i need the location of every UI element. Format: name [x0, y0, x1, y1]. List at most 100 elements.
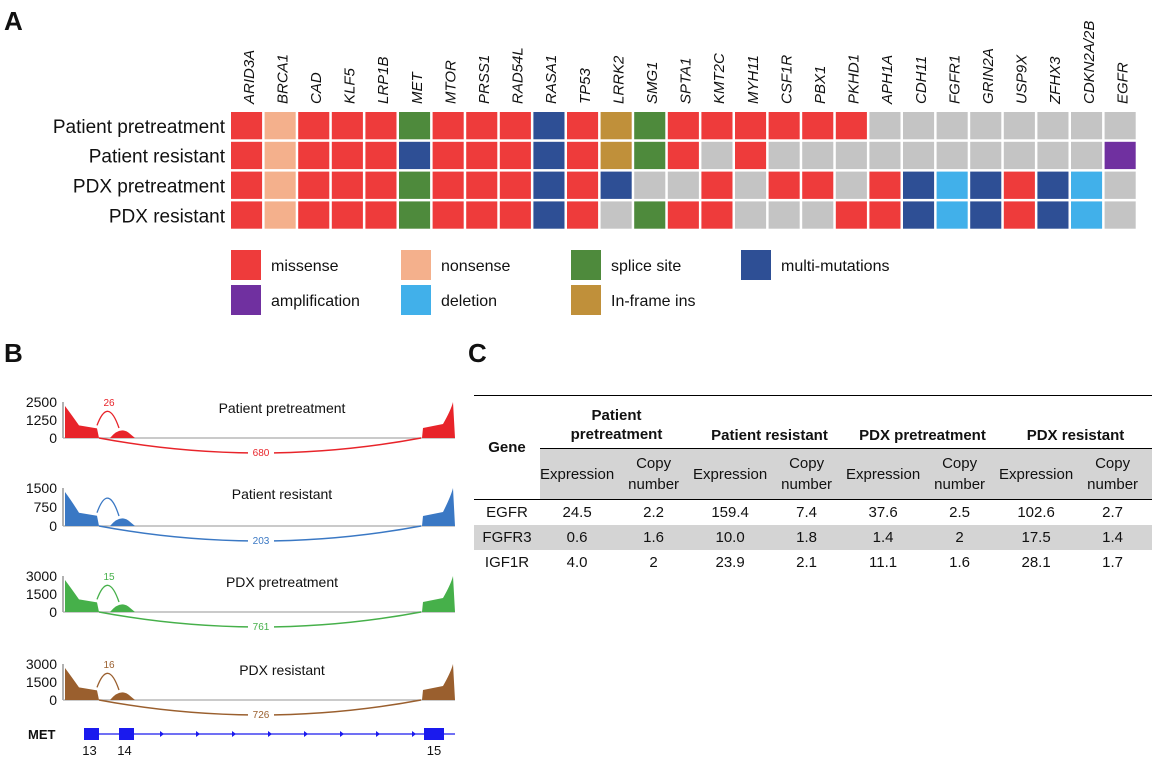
legend-swatch [571, 250, 601, 280]
track-title: Patient pretreatment [219, 400, 346, 416]
heatmap-cell [1104, 201, 1136, 229]
gene-label: TP53 [577, 67, 594, 104]
copy-number-cell: 2.1 [796, 554, 818, 571]
heatmap-cell [701, 171, 733, 199]
gene-label: USP9X [1014, 54, 1031, 104]
copy-number-cell: 2.2 [643, 504, 665, 521]
copy-number-cell: 1.8 [767, 525, 846, 550]
heatmap-cell [1071, 201, 1103, 229]
heatmap-cell [298, 171, 330, 199]
heatmap-cell [634, 171, 666, 199]
gene-label: KLF5 [342, 67, 359, 104]
junction-label-bg [248, 447, 274, 458]
expression-cell: 10.0 [693, 525, 768, 550]
heatmap-cell [600, 201, 632, 229]
exon-label: 13 [82, 743, 96, 758]
heatmap-cell [264, 112, 296, 140]
heatmap-cell [466, 141, 498, 170]
expression-copy-number-table: Gene Patient pretreatment Patient resist… [474, 395, 1152, 575]
heatmap-cell [533, 141, 565, 170]
heatmap-cell [533, 171, 565, 199]
gene-label: ZFHX3 [1047, 56, 1064, 105]
heatmap-cell [903, 171, 935, 199]
y-tick-label: 0 [49, 604, 57, 620]
heatmap-cell [701, 201, 733, 229]
legend-swatch [401, 285, 431, 315]
heatmap-cell [970, 201, 1002, 229]
coverage-exon13 [65, 492, 99, 526]
y-tick-label: 0 [49, 518, 57, 534]
heatmap-cell [567, 141, 599, 170]
expression-table-panel: Gene Patient pretreatment Patient resist… [474, 395, 1152, 575]
heatmap-cell [331, 112, 363, 140]
junction-count-13-14: 16 [103, 660, 115, 671]
coverage-exon14 [110, 604, 135, 612]
gene-label: SMG1 [644, 61, 661, 104]
junction-arc-13-14 [96, 497, 120, 517]
gene-label: RAD54L [510, 47, 527, 104]
heatmap-cell [264, 171, 296, 199]
heatmap-cell [667, 201, 699, 229]
strand-arrow [268, 731, 272, 737]
heatmap-cell [567, 112, 599, 140]
y-tick-label: 1500 [26, 480, 57, 496]
heatmap-cell [869, 112, 901, 140]
gene-label: GRIN2A [980, 48, 997, 104]
exon-label: 15 [427, 743, 441, 758]
copy-number-cell: 1.4 [1073, 525, 1152, 550]
sub-header-expression: Expression [999, 448, 1074, 500]
gene-cell: IGF1R [484, 554, 530, 571]
heatmap-cell [1037, 141, 1069, 170]
expression-cell: 102.6 [1017, 504, 1055, 521]
heatmap-cell [399, 171, 431, 199]
copy-number-cell: 1.6 [614, 525, 693, 550]
gene-label: CSF1R [778, 55, 795, 104]
legend-label: nonsense [441, 258, 510, 275]
heatmap-cell [432, 171, 464, 199]
sample-label: Patient resistant [89, 147, 226, 168]
heatmap-cell [936, 112, 968, 140]
copy-number-cell: 2.7 [1102, 504, 1124, 521]
copy-number-cell: 2.5 [949, 504, 971, 521]
expression-cell: 24.5 [562, 504, 592, 521]
gene-label: MET [409, 71, 426, 105]
heatmap-cell [735, 112, 767, 140]
exon-block [119, 728, 134, 740]
track-title: PDX resistant [239, 662, 325, 678]
heatmap-cell [231, 112, 263, 140]
expression-cell: 11.1 [869, 554, 898, 571]
heatmap-cell [903, 112, 935, 140]
heatmap-cell [298, 141, 330, 170]
heatmap-cell [298, 112, 330, 140]
panel-a-letter: A [4, 6, 23, 36]
coverage-exon15 [422, 664, 455, 700]
y-tick-label: 1500 [26, 674, 57, 690]
group-header-pdx-resistant: PDX resistant [999, 395, 1152, 449]
heatmap-cell [802, 141, 834, 170]
heatmap-cell [499, 112, 531, 140]
legend-swatch [231, 285, 261, 315]
heatmap-cell [365, 112, 397, 140]
junction-count-13-14: 26 [103, 398, 115, 409]
legend-label: amplification [271, 293, 360, 310]
heatmap-cell [365, 141, 397, 170]
heatmap-cell [970, 141, 1002, 170]
heatmap-cell [298, 201, 330, 229]
gene-label: KMT2C [711, 53, 728, 104]
group-header-patient-resistant: Patient resistant [693, 395, 846, 449]
heatmap-cell [466, 201, 498, 229]
gene-label: MTOR [442, 60, 459, 104]
gene-label: CDKN2A/2B [1081, 21, 1098, 104]
heatmap-cell [835, 171, 867, 199]
sub-header-copy-number: Copy number [614, 448, 693, 500]
heatmap-cell [567, 201, 599, 229]
group-header-patient-pretreatment: Patient pretreatment [540, 395, 693, 449]
legend-swatch [741, 250, 771, 280]
legend-label: multi-mutations [781, 258, 889, 275]
heatmap-cell [936, 201, 968, 229]
heatmap-cell [466, 112, 498, 140]
expression-cell: 23.9 [715, 554, 745, 571]
